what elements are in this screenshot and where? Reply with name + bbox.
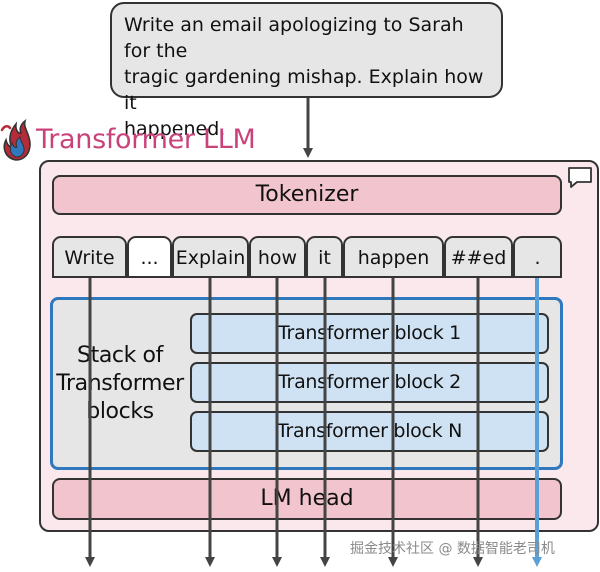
token-it: it — [306, 236, 343, 278]
diagram-title: Transformer LLM — [36, 124, 256, 155]
token-period: . — [513, 236, 562, 278]
tokenizer-box: Tokenizer — [52, 175, 562, 215]
transformer-block-2: Transformer block 2 — [190, 362, 549, 403]
chat-bubble-icon — [568, 167, 592, 188]
token-ellipsis: ... — [127, 236, 172, 278]
token-write: Write — [52, 236, 127, 278]
flame-icon — [0, 118, 31, 161]
stack-label: Stack of Transformer blocks — [56, 343, 184, 424]
token-explain: Explain — [172, 236, 249, 278]
watermark: 掘金技术社区 @ 数据智能老司机 — [350, 541, 555, 557]
lm-head-box: LM head — [52, 478, 562, 520]
transformer-block-1: Transformer block 1 — [190, 313, 549, 354]
token-ed: ##ed — [444, 236, 513, 278]
token-how: how — [249, 236, 306, 278]
prompt-text-box: Write an email apologizing to Sarah for … — [110, 2, 503, 140]
transformer-block-n: Transformer block N — [190, 411, 549, 452]
token-happen: happen — [343, 236, 444, 278]
